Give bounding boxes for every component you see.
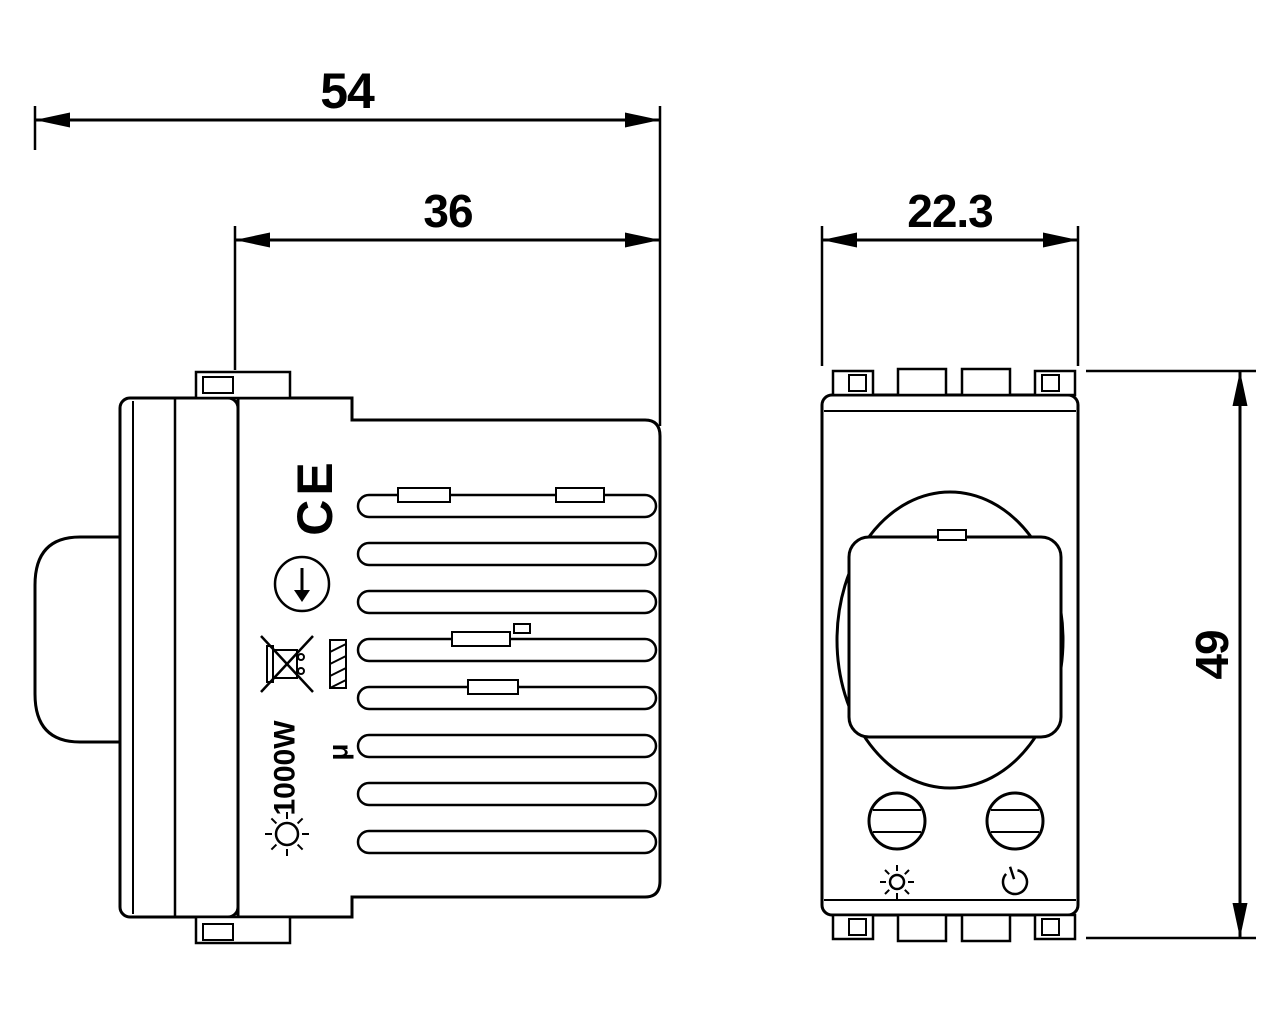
arrowhead-left-icon	[235, 232, 270, 248]
ventilation-slots	[356, 487, 658, 855]
mounting-tabs-bottom	[831, 913, 1077, 943]
slot-notch	[451, 631, 511, 647]
micro-gap-label: μ	[323, 743, 354, 760]
arrowhead-down-icon	[1232, 903, 1248, 938]
rocker-button	[847, 535, 1063, 739]
arrowhead-up-icon	[1232, 371, 1248, 406]
rocker-notch	[937, 529, 967, 541]
round-recess	[835, 490, 1065, 790]
mounting-claw-bottom	[194, 915, 292, 945]
weee-crossed-bin-icon	[260, 635, 314, 693]
arrowhead-right-icon	[625, 232, 660, 248]
timer-knob	[985, 791, 1045, 851]
approval-mark-icon	[273, 555, 331, 613]
dimension-width: 22.3	[820, 185, 1080, 366]
dimension-height: 49	[1086, 369, 1256, 940]
arrowhead-left-icon	[822, 232, 857, 248]
hatch-bar-icon	[329, 639, 347, 689]
brightness-icon	[880, 865, 914, 899]
ce-mark: CE	[287, 458, 343, 535]
slot-notch	[397, 487, 451, 503]
lamp-load-icon	[265, 812, 309, 856]
brightness-knob	[867, 791, 927, 851]
slot-notch	[513, 623, 531, 634]
power-rating-label: 1000W	[269, 720, 302, 816]
dimension-36: 36	[233, 185, 660, 370]
dimension-label-width: 22.3	[907, 185, 993, 237]
mounting-claw-top	[194, 370, 292, 400]
arrowhead-right-icon	[625, 112, 660, 128]
knob-profile	[33, 535, 127, 744]
slot-notch	[467, 679, 519, 695]
dimension-label-body-depth: 36	[423, 185, 472, 237]
side-view: CE 1000W μ	[33, 370, 662, 945]
front-view	[820, 367, 1080, 943]
front-plate	[118, 396, 240, 919]
dimension-label-overall-depth: 54	[320, 63, 375, 119]
dimension-54: 54	[33, 63, 662, 426]
mounting-tabs-top	[831, 367, 1077, 397]
arrowhead-left-icon	[35, 112, 70, 128]
timer-icon	[1001, 866, 1029, 896]
slot-notch	[555, 487, 605, 503]
arrowhead-right-icon	[1043, 232, 1078, 248]
dimension-label-height: 49	[1186, 630, 1238, 679]
